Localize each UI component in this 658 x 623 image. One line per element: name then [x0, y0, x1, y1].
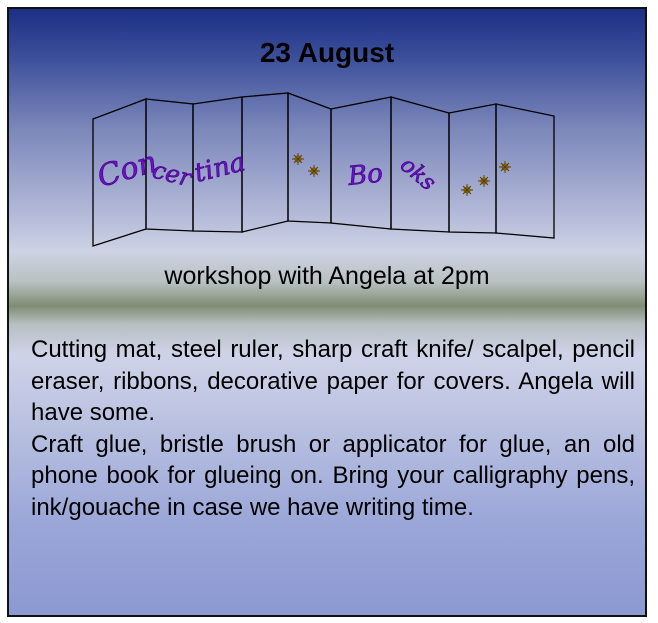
book-panel	[448, 103, 497, 234]
materials-list: Cutting mat, steel ruler, sharp craft kn…	[31, 334, 635, 523]
book-panel	[241, 92, 289, 233]
book-panel	[495, 103, 555, 239]
workshop-subtitle: workshop with Angela at 2pm	[164, 262, 490, 290]
title-part-oks: oks	[395, 152, 440, 195]
workshop-flyer: 23 August Con cer tina Bo oks	[7, 7, 647, 617]
star-rays	[461, 184, 473, 196]
title-part-tina: tina	[191, 147, 248, 188]
event-date: 23 August	[259, 37, 395, 68]
star-rays	[478, 175, 490, 187]
title-part-cer: cer	[150, 156, 196, 193]
concertina-book-illustration: Con cer tina Bo oks	[92, 92, 555, 247]
star-rays	[292, 153, 304, 165]
title-part-con: Con	[94, 144, 162, 194]
star-rays	[499, 161, 511, 173]
materials-paragraph-1: Cutting mat, steel ruler, sharp craft kn…	[31, 336, 635, 426]
star-rays	[308, 165, 320, 177]
materials-paragraph-2: Craft glue, bristle brush or applicator …	[31, 430, 635, 521]
book-panel	[287, 92, 332, 224]
title-part-bo: Bo	[346, 158, 385, 192]
